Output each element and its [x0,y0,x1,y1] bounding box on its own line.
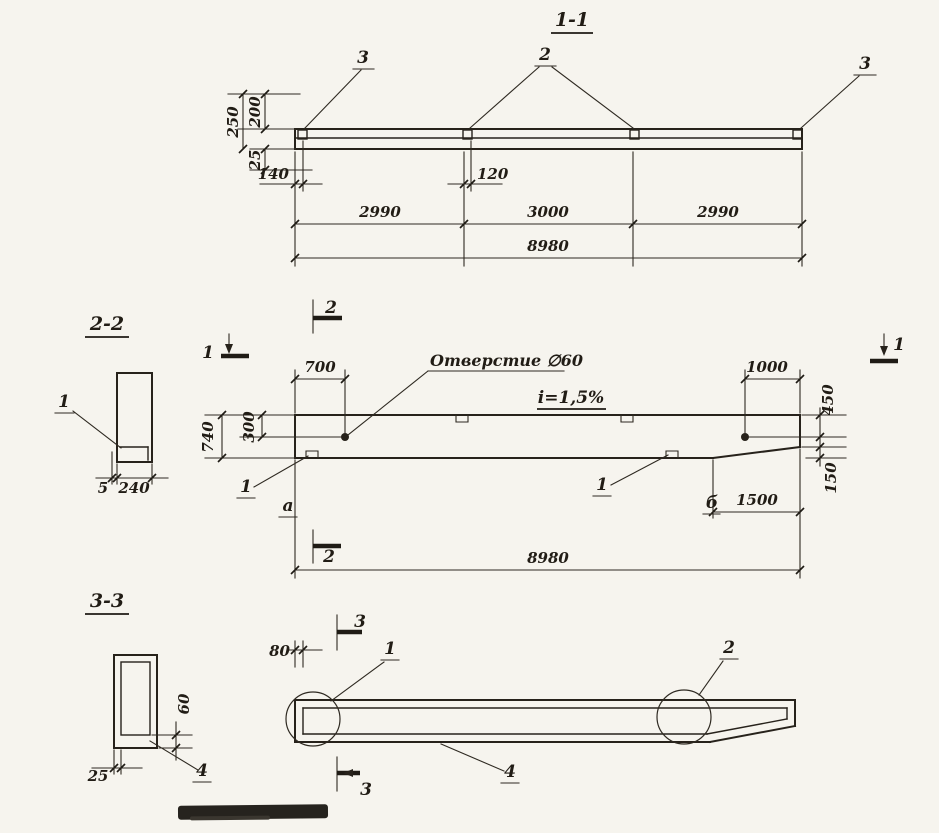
section-2-2-dimensions: 5 240 [95,451,169,497]
title-1-1: 1-1 [555,9,589,31]
section-2-2-outline [116,372,153,463]
cut-line-3-bottom: 3 [336,756,372,800]
embed-plate-1 [297,129,308,140]
slope-annotation: i=1,5% [537,388,606,410]
callout-label: 4 [504,762,516,782]
dim-total: 8980 [527,549,569,567]
dim-5: 5 [98,479,108,497]
view-elevation-1-1: 1-1 3 2 3 [224,9,877,267]
dim-700: 700 [304,358,336,376]
dim-240: 240 [117,479,150,497]
detail-circle-1 [285,691,341,747]
embed-plate-3 [629,129,640,140]
elevation-dimensions: 250 200 25 140 120 2990 [224,89,807,267]
callout-label: 1 [240,477,252,497]
node-label-a: а [278,496,298,518]
view-title-1-1: 1-1 [551,9,593,34]
callout-1-side-right: 1 [592,454,669,497]
dim-140: 140 [258,165,290,183]
callout-label: 3 [859,54,871,74]
dim-150: 150 [822,462,840,494]
plate-mark-top-2 [620,414,634,423]
plate-mark-bottom-2 [665,450,679,459]
callout-label: 1 [596,475,608,495]
cut-line-1-left: 1 [202,333,249,363]
hole-annotation: Отверстие ∅60 [347,351,583,436]
callout-2-long: 2 [698,638,739,696]
cut-label: 1 [893,335,905,355]
dim-1000: 1000 [746,358,788,376]
node-letter: а [282,496,293,516]
cut-label: 1 [202,343,214,363]
callout-3-right: 3 [800,54,877,129]
side-view-dimensions: 700 1000 740 300 450 150 [199,358,847,579]
dim-450: 450 [819,384,837,416]
callout-3-left: 3 [304,48,375,129]
section-3-3-outline [113,654,158,749]
callout-label: 2 [722,638,735,658]
view-section-3-3: 3-3 60 25 4 [85,590,212,785]
callout-label: 2 [538,45,551,65]
callout-label: 3 [357,48,369,68]
callout-4-section-3-3: 4 [149,740,212,783]
cut-line-1-right: 1 [870,333,905,364]
dim-250: 250 [224,106,242,139]
dim-300: 300 [240,411,258,443]
callout-label: 1 [58,392,70,412]
callout-label: 1 [384,639,396,659]
dim-80-group: 80 [269,640,323,668]
dim-1500: 1500 [736,491,778,509]
title-3-3: 3-3 [90,590,124,612]
embed-plate-4 [792,129,803,140]
plate-mark-bottom-1 [305,450,319,459]
dim-25: 25 [87,767,109,785]
dim-span-2: 3000 [527,203,569,221]
dim-200: 200 [246,96,264,129]
node-label-b: б [702,493,721,515]
cut-line-2-top: 2 [312,298,342,334]
slope-note: i=1,5% [538,388,604,408]
view-title-3-3: 3-3 [85,590,129,615]
dim-740: 740 [199,421,217,453]
cut-label: 2 [322,547,335,567]
view-side-elevation: 2 1 1 2 [199,298,905,579]
callout-1-side-left: 1 [236,455,309,499]
hole-left [341,433,349,441]
dim-80: 80 [269,642,290,660]
cut-label: 3 [354,612,366,632]
cut-line-3-top: 3 [336,612,366,651]
dim-25: 25 [246,150,264,172]
side-beam-outline [294,414,802,460]
hole-right [741,433,749,441]
scan-artifact [177,804,329,821]
embed-plate-2 [462,129,473,140]
node-letter: б [706,493,718,513]
long-section-outline [294,699,797,744]
callout-2-mid: 2 [469,45,634,129]
dim-span-1: 2990 [358,203,401,221]
callout-label: 4 [196,761,208,781]
beam-elevation-outline [294,128,803,150]
cut-line-2-bottom: 2 [312,529,341,567]
section-3-3-dimensions: 60 25 [87,693,193,785]
cut-label: 3 [360,780,372,800]
title-2-2: 2-2 [89,313,124,335]
callout-1-long: 1 [330,639,400,702]
dim-span-3: 2990 [696,203,739,221]
plate-mark-top-1 [455,414,469,423]
callout-4-long: 4 [440,743,520,784]
hole-note: Отверстие ∅60 [430,351,583,370]
view-long-section: 3 80 [269,612,797,800]
view-title-2-2: 2-2 [85,313,129,338]
dim-total: 8980 [527,237,569,255]
view-section-2-2: 2-2 1 5 240 [54,313,169,497]
detail-circle-2 [656,689,712,745]
callout-1-section-2-2: 1 [54,392,122,449]
cut-label: 2 [324,298,337,318]
dim-60: 60 [175,693,193,714]
dim-120: 120 [477,165,509,183]
